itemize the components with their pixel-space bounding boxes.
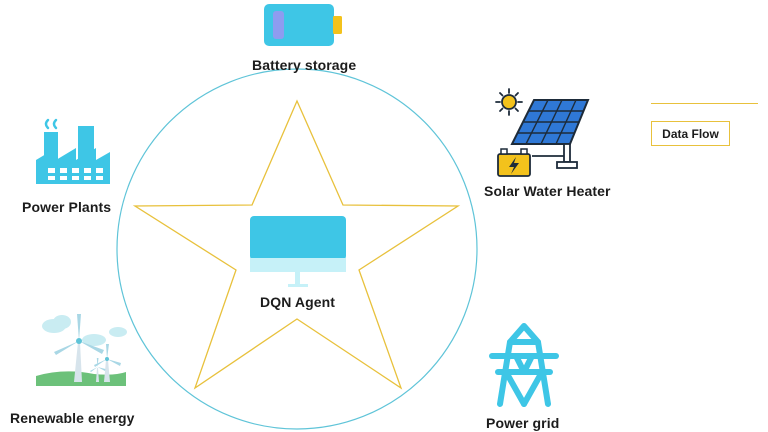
- battery-storage-label: Battery storage: [252, 57, 357, 73]
- transmission-tower-icon: [489, 323, 559, 407]
- power-plants-label: Power Plants: [22, 199, 112, 215]
- legend-label: Data Flow: [662, 126, 719, 141]
- wind-turbine-icon: [36, 314, 127, 386]
- dqn-agent-label: DQN Agent: [260, 294, 336, 310]
- renewable-energy-label: Renewable energy: [10, 410, 135, 426]
- battery-icon: [264, 4, 342, 46]
- solar-panel-icon: [495, 88, 590, 177]
- data-flow-star: [132, 99, 461, 390]
- factory-icon: [36, 118, 110, 184]
- cycle-circle: [116, 68, 478, 430]
- monitor-icon: [250, 216, 346, 287]
- power-grid-label: Power grid: [486, 415, 560, 431]
- sun-icon: [495, 88, 523, 116]
- legend-data-flow: Data Flow: [651, 121, 730, 146]
- legend-line: [651, 103, 758, 104]
- solar-water-heater-label: Solar Water Heater: [484, 183, 611, 199]
